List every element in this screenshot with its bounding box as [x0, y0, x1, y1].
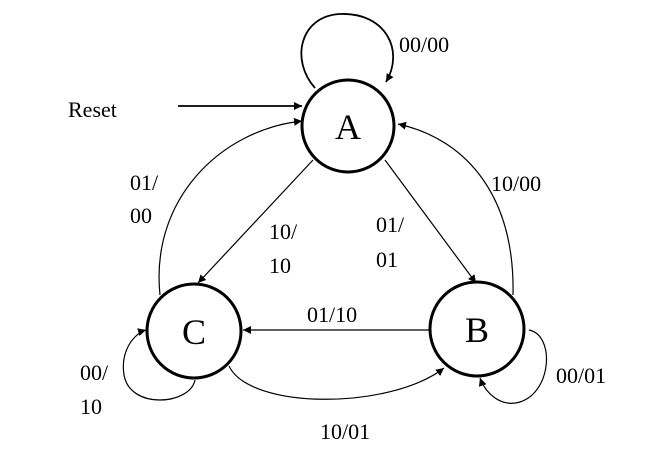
- edge-b-b-label: 00/01: [556, 363, 606, 388]
- edge-a-c-label-line1: 10/: [269, 219, 298, 244]
- edge-c-c-label-line2: 10: [80, 394, 102, 419]
- state-c: C: [145, 282, 243, 380]
- edge-a-a: [300, 13, 395, 89]
- state-b: B: [428, 280, 526, 378]
- state-c-label: C: [182, 312, 206, 352]
- edge-a-b-label-line1: 01/: [376, 212, 405, 237]
- edge-a-b-label-line2: 01: [376, 247, 398, 272]
- edge-c-c-label-line1: 00/: [80, 360, 109, 385]
- state-b-label: B: [465, 310, 489, 350]
- reset-label: Reset: [68, 97, 117, 122]
- state-a: A: [300, 78, 396, 174]
- edge-c-a-label-line2: 00: [130, 203, 152, 228]
- edge-b-a: [397, 121, 514, 296]
- edge-a-c: [197, 159, 314, 284]
- edge-c-b-label: 10/01: [320, 419, 370, 444]
- edge-a-b: [384, 159, 477, 284]
- edge-b-c-label: 01/10: [307, 302, 357, 327]
- state-a-label: A: [335, 107, 361, 147]
- edge-c-c: [122, 328, 196, 401]
- edge-b-b: [478, 329, 548, 404]
- edge-c-a-label-line1: 01/: [130, 170, 159, 195]
- edge-c-a: [158, 117, 303, 296]
- edge-b-a-label: 10/00: [491, 171, 541, 196]
- edge-a-c-label-line2: 10: [269, 253, 291, 278]
- edge-a-a-label: 00/00: [399, 32, 449, 57]
- edge-c-b: [228, 365, 445, 400]
